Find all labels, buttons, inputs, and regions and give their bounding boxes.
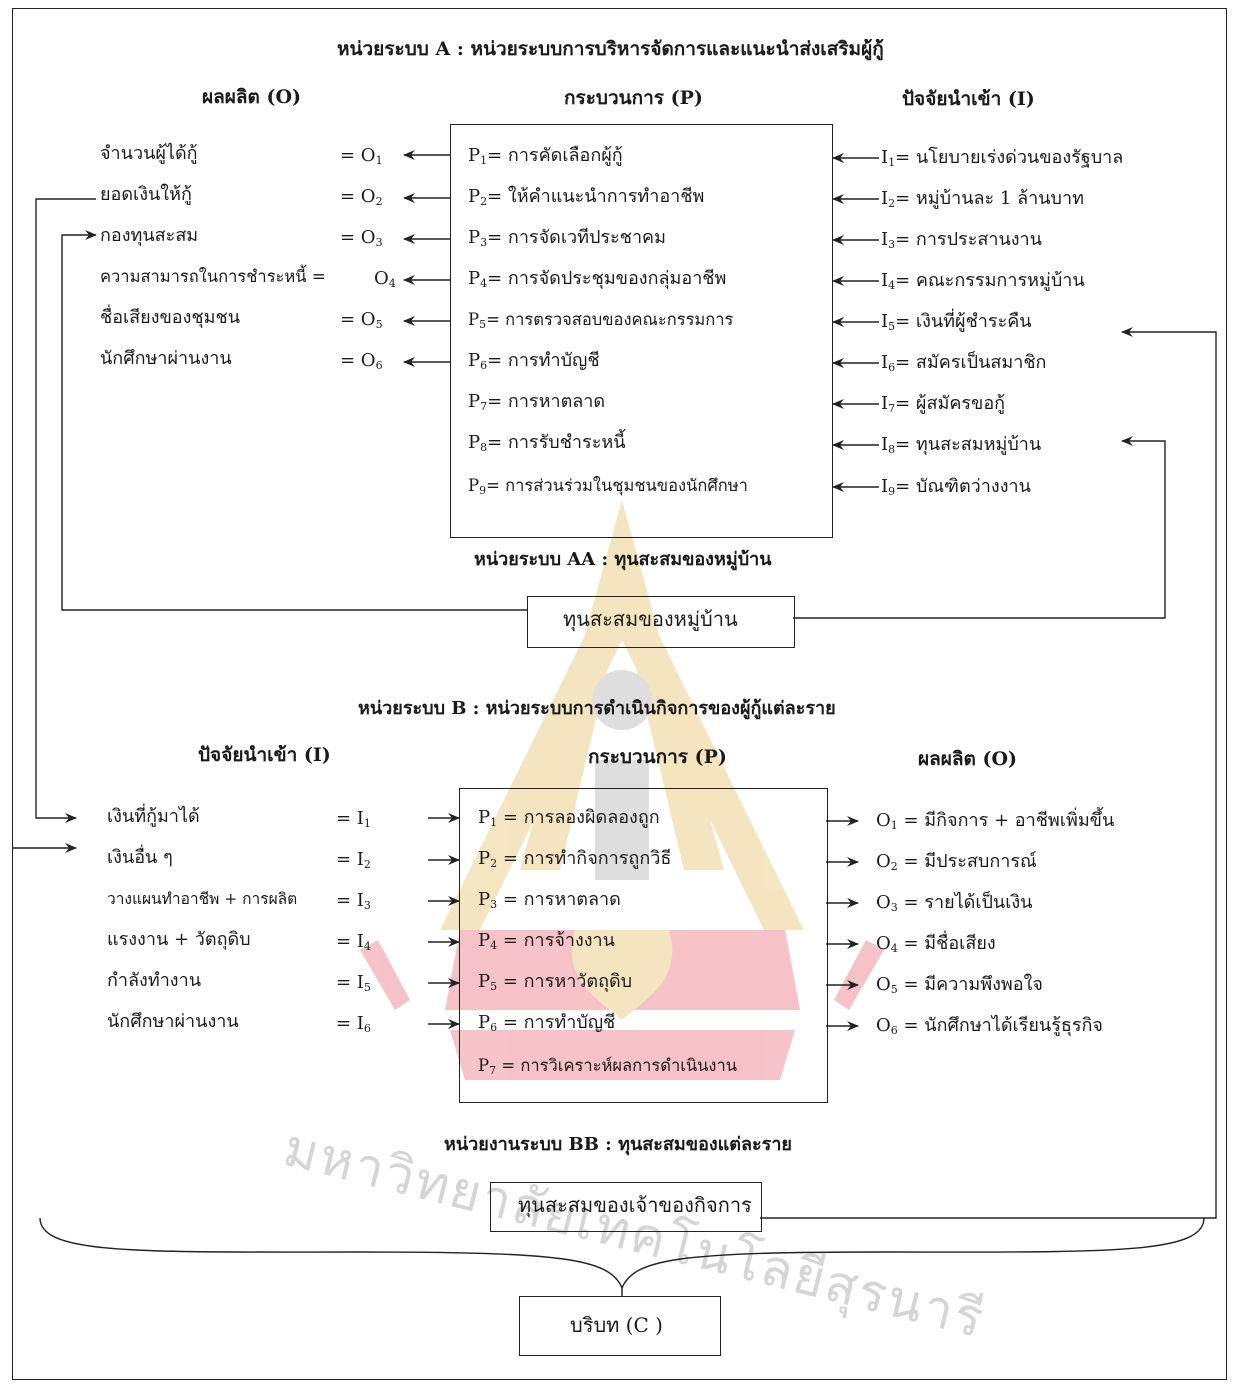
system-aa-title: หน่วยระบบ AA : ทุนสะสมของหมู่บ้าน bbox=[474, 549, 772, 570]
input-label: แรงงาน + วัตถุดิบ bbox=[107, 929, 251, 950]
input-code: = I6 bbox=[336, 1013, 371, 1035]
system-aa-box-label: ทุนสะสมของหมู่บ้าน bbox=[563, 607, 738, 631]
output-item: O2 = มีประสบการณ์ bbox=[876, 851, 1037, 873]
input-label: เงินที่กู้มาได้ bbox=[107, 806, 200, 827]
process-item: P6 = การทำบัญชี bbox=[478, 1012, 616, 1034]
output-code: = O5 bbox=[340, 309, 383, 331]
input-item: I8= ทุนสะสมหมู่บ้าน bbox=[881, 434, 1042, 456]
output-code: O4 bbox=[374, 268, 396, 290]
process-item: P2 = การทำกิจการถูกวิธี bbox=[478, 848, 672, 870]
output-label: ชื่อเสียงของชุมชน bbox=[100, 307, 241, 328]
output-item: O5 = มีความพึงพอใจ bbox=[876, 974, 1043, 996]
system-bb-box-label: ทุนสะสมของเจ้าของกิจการ bbox=[518, 1193, 752, 1217]
input-code: = I2 bbox=[336, 849, 371, 871]
context-box bbox=[519, 1296, 721, 1356]
process-item: P3 = การหาตลาด bbox=[478, 889, 621, 911]
output-item: O1 = มีกิจการ + อาชีพเพิ่มขึ้น bbox=[876, 810, 1115, 832]
output-code: = O3 bbox=[340, 227, 383, 249]
output-code: = O6 bbox=[340, 350, 383, 372]
process-item: P5= การตรวจสอบของคณะกรรมการ bbox=[468, 310, 734, 331]
output-item: O6 = นักศึกษาได้เรียนรู้ธุรกิจ bbox=[876, 1015, 1103, 1037]
process-item: P3= การจัดเวทีประชาคม bbox=[468, 227, 666, 249]
output-code: = O2 bbox=[340, 186, 383, 208]
process-item: P8= การรับชำระหนี้ bbox=[468, 432, 626, 454]
process-item: P4= การจัดประชุมของกลุ่มอาชีพ bbox=[468, 268, 727, 290]
input-code: = I5 bbox=[336, 972, 371, 994]
input-label: วางแผนทำอาชีพ + การผลิต bbox=[107, 890, 298, 908]
input-label: กำลังทำงาน bbox=[107, 970, 201, 991]
output-item: O4 = มีชื่อเสียง bbox=[876, 933, 996, 955]
output-item: O3 = รายได้เป็นเงิน bbox=[876, 892, 1033, 914]
context-box-label: บริบท (C ) bbox=[570, 1313, 663, 1337]
input-item: I9= บัณฑิตว่างงาน bbox=[881, 476, 1031, 498]
system-b-process-header: กระบวนการ (P) bbox=[588, 746, 727, 768]
output-label: กองทุนสะสม bbox=[100, 225, 199, 246]
input-item: I2= หมู่บ้านละ 1 ล้านบาท bbox=[881, 188, 1084, 210]
input-item: I6= สมัครเป็นสมาชิก bbox=[881, 352, 1047, 374]
process-item: P2= ให้คำแนะนำการทำอาชีพ bbox=[468, 186, 705, 208]
input-label: นักศึกษาผ่านงาน bbox=[107, 1011, 239, 1032]
process-item: P9= การส่วนร่วมในชุมชนของนักศึกษา bbox=[468, 476, 748, 497]
system-a-process-header: กระบวนการ (P) bbox=[564, 87, 703, 109]
output-label: ยอดเงินให้กู้ bbox=[100, 184, 192, 205]
input-code: = I3 bbox=[336, 890, 371, 912]
process-item: P4 = การจ้างงาน bbox=[478, 930, 615, 952]
system-b-output-header: ผลผลิต (O) bbox=[918, 748, 1018, 770]
input-code: = I1 bbox=[336, 808, 371, 830]
process-item: P7= การหาตลาด bbox=[468, 391, 606, 413]
system-a-process-box bbox=[450, 124, 833, 538]
input-item: I4= คณะกรรมการหมู่บ้าน bbox=[881, 270, 1085, 292]
system-a-input-header: ปัจจัยนำเข้า (I) bbox=[902, 88, 1035, 110]
system-b-input-header: ปัจจัยนำเข้า (I) bbox=[198, 744, 331, 766]
input-item: I7= ผู้สมัครขอกู้ bbox=[881, 393, 1006, 415]
output-code: = O1 bbox=[340, 145, 383, 167]
input-item: I1= นโยบายเร่งด่วนของรัฐบาล bbox=[881, 147, 1124, 169]
system-bb-title: หน่วยงานระบบ BB : ทุนสะสมของแต่ละราย bbox=[444, 1134, 792, 1155]
process-item: P6= การทำบัญชี bbox=[468, 350, 600, 372]
input-item: I3= การประสานงาน bbox=[881, 229, 1042, 251]
input-code: = I4 bbox=[336, 931, 371, 953]
input-item: I5= เงินที่ผู้ชำระคืน bbox=[881, 311, 1032, 333]
process-item: P1 = การลองผิดลองถูก bbox=[478, 807, 660, 829]
output-label: จำนวนผู้ได้กู้ bbox=[100, 143, 198, 164]
system-b-title: หน่วยระบบ B : หน่วยระบบการดำเนินกิจการขอ… bbox=[358, 698, 836, 719]
process-item: P7 = การวิเคราะห์ผลการดำเนินงาน bbox=[478, 1056, 738, 1077]
output-label: ความสามารถในการชำระหนี้ = bbox=[100, 267, 326, 286]
system-bb-box bbox=[490, 1182, 762, 1232]
outer-frame bbox=[12, 8, 1227, 1380]
system-a-title: หน่วยระบบ A : หน่วยระบบการบริหารจัดการแล… bbox=[337, 38, 884, 60]
system-aa-box bbox=[527, 596, 795, 648]
process-item: P1= การคัดเลือกผู้กู้ bbox=[468, 145, 623, 167]
input-label: เงินอื่น ๆ bbox=[107, 847, 173, 868]
system-a-output-header: ผลผลิต (O) bbox=[202, 86, 302, 108]
process-item: P5 = การหาวัตถุดิบ bbox=[478, 971, 633, 993]
output-label: นักศึกษาผ่านงาน bbox=[100, 348, 232, 369]
